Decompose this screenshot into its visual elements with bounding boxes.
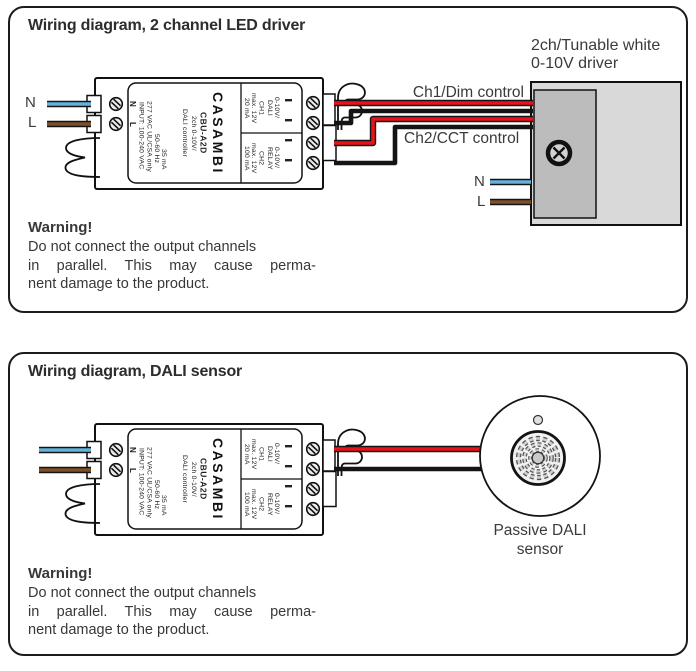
warning-line: Do not connect the output channels [28, 585, 257, 601]
driver-wire-label-l: L [477, 193, 486, 210]
ch1-rating: max. 12V [249, 438, 257, 470]
ch2-type: 0-10V/ [272, 147, 280, 169]
warning-line: nent damage to the product. [28, 276, 210, 292]
device-input-line: INPUT: 100-240 VAC [137, 448, 145, 516]
device-type-line: DALI controller [180, 109, 188, 157]
device-input-line: INPUT: 100-240 VAC [137, 102, 145, 170]
driver-title: 2ch/Tunable white 0-10V driver [531, 37, 660, 73]
ch1-current: 20 mA [242, 97, 250, 119]
warning-line: in parallel. This may cause perma- [28, 257, 316, 274]
sensor-label-line2: sensor [516, 541, 564, 558]
dali-sensor-wiring-svg [39, 395, 601, 536]
ch1-rating: max. 12V [249, 92, 257, 124]
led-driver-box [530, 81, 682, 226]
cbu-a2d-device [64, 77, 366, 190]
sensor-label: Passive DALI sensor [480, 521, 600, 559]
ch2-wire-label: Ch2/CCT control [404, 130, 520, 148]
ch1-current: 20 mA [242, 443, 250, 465]
sensor-label-line1: Passive DALI [493, 522, 587, 539]
ch2-mode: RELAY [265, 492, 273, 516]
ch2-current: 100 mA [242, 491, 250, 517]
device-input-line: 35 mA [159, 148, 167, 170]
device-type-line: 2ch 0-10V/ [189, 115, 197, 151]
terminal-screws [108, 95, 321, 171]
wiring-panel-led-driver: Wiring diagram, 2 channel LED driver N L… [8, 6, 688, 313]
cable-clip-left [64, 483, 101, 524]
device-brand: CASAMBI [210, 91, 226, 175]
ch1-type: 0-10V/ [272, 97, 280, 119]
ch1-mode: DALI [265, 100, 273, 116]
ch1-name: CH1 [257, 446, 265, 462]
device-input-line: 277 VAC UL/CSA only [145, 100, 153, 172]
terminal-screws [108, 441, 321, 517]
ch1-mode: DALI [265, 446, 273, 462]
device-terminal-l-label: L [128, 121, 137, 127]
wires [39, 445, 488, 474]
ch1-wire-label: Ch1/Dim control [412, 84, 524, 101]
device-input-line: 50-60 Hz [152, 134, 160, 164]
warning-block: Warning! Do not connect the output chann… [28, 565, 328, 640]
wire-label-n: N [25, 94, 36, 111]
wire-label-l: L [28, 114, 37, 131]
passive-dali-sensor [479, 395, 601, 517]
warning-line: in parallel. This may cause perma- [28, 603, 316, 620]
device-terminal-n-label: N [128, 101, 137, 107]
warning-title: Warning! [28, 219, 93, 236]
device-input-line: 50-60 Hz [152, 480, 160, 510]
panel-title: Wiring diagram, 2 channel LED driver [28, 17, 306, 34]
device-type-line: DALI controller [180, 455, 188, 503]
ch1-name: CH1 [257, 100, 265, 116]
ch2-rating: max. 12V [249, 142, 257, 174]
warning-title: Warning! [28, 565, 93, 582]
cbu-a2d-device [64, 423, 366, 536]
wiring-panel-dali-sensor: Wiring diagram, DALI sensor N L INPUT: 1… [8, 352, 688, 656]
warning-line: nent damage to the product. [28, 622, 210, 638]
device-model: CBU-A2D [198, 458, 209, 500]
panel-title: Wiring diagram, DALI sensor [28, 363, 243, 380]
device-terminal-l-label: L [128, 467, 137, 473]
driver-wire-label-n: N [474, 173, 485, 190]
device-brand: CASAMBI [210, 437, 226, 521]
ch2-mode: RELAY [265, 146, 273, 170]
ch2-current: 100 mA [242, 145, 250, 171]
ch2-name: CH2 [257, 496, 265, 512]
led-driver-wiring-svg [47, 77, 682, 226]
ch1-type: 0-10V/ [272, 443, 280, 465]
driver-title-line1: 2ch/Tunable white [531, 37, 661, 54]
device-type-line: 2ch 0-10V/ [189, 461, 197, 497]
warning-line: Do not connect the output channels [28, 239, 257, 255]
cable-clip-left [64, 137, 101, 178]
device-terminal-n-label: N [128, 447, 137, 453]
device-model: CBU-A2D [198, 112, 209, 154]
warning-block: Warning! Do not connect the output chann… [28, 219, 328, 294]
device-input-line: 277 VAC UL/CSA only [145, 446, 153, 518]
wires [47, 99, 533, 206]
ch2-type: 0-10V/ [272, 493, 280, 515]
ch2-rating: max. 12V [249, 488, 257, 520]
ch2-name: CH2 [257, 150, 265, 166]
device-input-line: 35 mA [159, 494, 167, 516]
driver-title-line2: 0-10V driver [531, 55, 619, 72]
sensor-indicator-dot [532, 414, 544, 426]
